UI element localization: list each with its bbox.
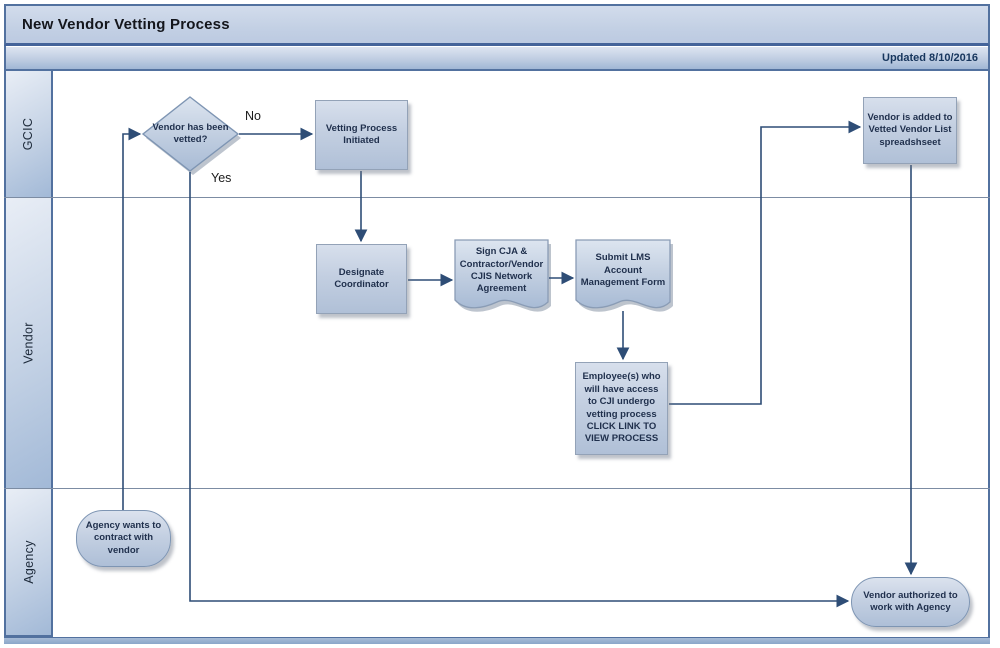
node-vendor-added: Vendor is added to Vetted Vendor List sp…	[863, 97, 957, 164]
page-title: New Vendor Vetting Process	[4, 4, 990, 46]
node-vendor-added-label: Vendor is added to Vetted Vendor List sp…	[867, 111, 953, 148]
updated-date-text: Updated 8/10/2016	[882, 52, 978, 64]
node-employee-vetting[interactable]: Employee(s) who will have access to CJI …	[575, 362, 668, 455]
lane-label-vendor: Vendor	[21, 321, 36, 364]
node-designate-coordinator-label: Designate Coordinator	[334, 266, 389, 290]
lane-header-agency: Agency	[4, 488, 53, 637]
node-agency-wants: Agency wants to contract with vendor	[76, 510, 171, 567]
branch-label-no: No	[245, 109, 261, 123]
lane-header-vendor: Vendor	[4, 197, 53, 488]
node-sign-agreement: Sign CJA & Contractor/Vendor CJIS Networ…	[456, 244, 547, 298]
page-title-text: New Vendor Vetting Process	[22, 16, 230, 33]
bottom-border-strip	[4, 637, 990, 644]
node-submit-lms-label: Submit LMS Account Management Form	[580, 252, 666, 289]
node-vendor-authorized: Vendor authorized to work with Agency	[851, 577, 970, 627]
node-designate-coordinator: Designate Coordinator	[316, 244, 407, 314]
lane-header-gcic: GCIC	[4, 71, 53, 197]
lane-divider-gcic-vendor	[4, 197, 990, 198]
node-sign-agreement-label: Sign CJA & Contractor/Vendor CJIS Networ…	[459, 246, 544, 295]
updated-strip: Updated 8/10/2016	[4, 47, 990, 71]
node-vendor-authorized-label: Vendor authorized to work with Agency	[863, 589, 958, 613]
node-vetting-initiated: Vetting Process Initiated	[315, 100, 408, 170]
lane-label-agency: Agency	[21, 539, 36, 584]
node-decision-vetted-label: Vendor has been vetted?	[152, 121, 229, 145]
branch-label-yes: Yes	[211, 171, 232, 185]
node-decision-vetted: Vendor has been vetted?	[146, 108, 235, 160]
lane-divider-vendor-agency	[4, 488, 990, 489]
node-employee-vetting-link-text[interactable]: CLICK LINK TO VIEW PROCESS	[584, 420, 659, 445]
node-submit-lms: Submit LMS Account Management Form	[577, 246, 669, 296]
node-agency-wants-label: Agency wants to contract with vendor	[85, 519, 162, 556]
lane-label-gcic: GCIC	[21, 117, 36, 151]
node-employee-vetting-label: Employee(s) who will have access to CJI …	[582, 371, 661, 420]
node-vetting-initiated-label: Vetting Process Initiated	[325, 122, 398, 146]
